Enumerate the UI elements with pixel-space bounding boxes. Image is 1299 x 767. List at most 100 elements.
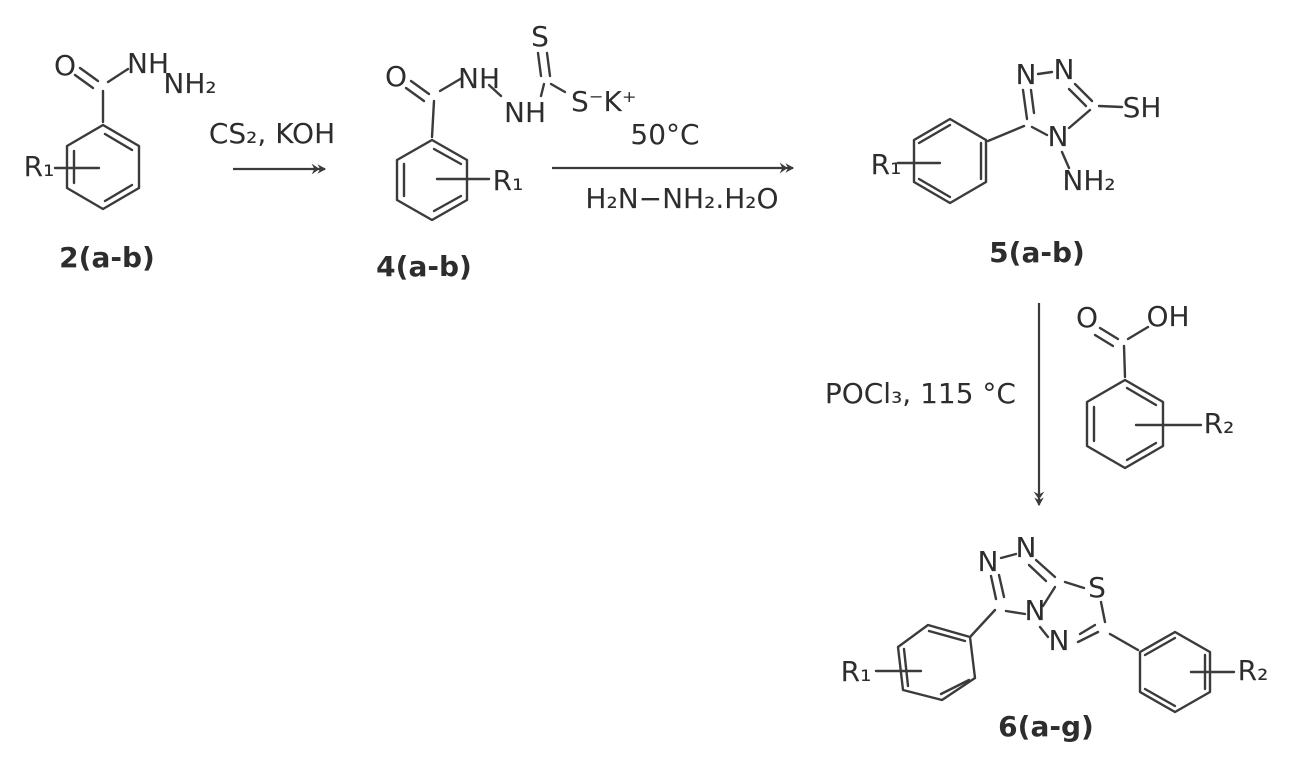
double-bond-line [78,66,100,83]
double-bond-line [1034,558,1057,579]
atom-label-o: O [385,60,407,93]
bond-line [1038,625,1050,639]
benzene-ring-left [896,623,977,702]
benzene-ring [1085,378,1165,470]
double-bond-line [409,79,431,96]
double-bond-line [1076,630,1100,644]
bond-line [1030,125,1049,137]
double-bond-line [939,678,971,696]
bond-line [986,124,1026,143]
bond-line [487,83,503,98]
double-bond-line [1078,623,1097,636]
double-bond-line [1093,333,1115,348]
reagent-label-step2-above: 50°C [630,118,699,151]
atom-label-nh2: NH₂ [1062,164,1115,197]
substituent-label-r2: R₂ [1238,654,1269,687]
bond-line [1060,150,1071,170]
bond-line [106,67,130,84]
compound-number-label: 5(a-b) [989,236,1085,269]
bond-line [1099,600,1107,624]
double-bond-line [1029,88,1036,115]
atom-label-s-thione: S [531,20,549,53]
atom-label-nh2: NH₂ [163,67,216,100]
compound-number-label: 4(a-b) [376,250,472,283]
double-bond-line [1098,326,1120,341]
atom-label-nh: NH [127,47,169,80]
double-bond-line [1021,88,1029,121]
benzene-ring [395,138,469,222]
substituent-label-r2: R₂ [1204,407,1235,440]
double-bond-line [989,574,998,601]
bond-line [1041,585,1057,608]
atom-label-n4: N [1048,120,1069,153]
bond-line [1004,609,1027,616]
double-bond-line [1143,636,1177,657]
compound-number-label: 6(a-g) [998,710,1094,743]
bond-line [1036,70,1054,76]
atom-label-n1: N [978,545,999,578]
bond-line [1097,104,1124,109]
bond-line [549,82,567,94]
double-bond-line [545,51,552,78]
atom-label-o: O [1076,301,1098,334]
substituent-label-r1: R₁ [841,655,872,688]
reaction-arrow-2: 50°C H₂N−NH₂.H₂O [552,118,795,215]
bond-line [1122,344,1127,379]
atom-label-n2: N [1016,531,1037,564]
compound-dithiocarbazate: O NH NH S S⁻K⁺ R₁ 4(a-b) [376,20,637,283]
double-bond-line [997,573,1006,599]
double-bond-line [902,647,910,688]
bond-line [539,82,546,98]
double-bond-line [103,183,134,203]
atom-label-n4: N [1025,594,1046,627]
reagent-label-step3: POCl₃, 115 °C [825,377,1016,410]
substituent-label-r1: R₁ [871,148,902,181]
atom-label-s: S [1088,571,1106,604]
atom-label-n2: N [1054,53,1075,86]
double-bond-line [1027,563,1048,583]
compound-number-label: 2(a-b) [59,241,155,274]
bond-line [1067,108,1092,130]
double-bond-line [917,177,952,199]
bond-line [999,552,1018,560]
double-bond-line [1125,441,1158,462]
atom-label-nh-upper: NH [458,62,500,95]
compound-benzoic-acid: O OH R₂ [1076,300,1235,470]
double-bond-line [432,147,463,166]
double-bond-line [917,123,952,145]
atom-label-oh: OH [1146,300,1189,333]
reagent-label-step1: CS₂, KOH [209,117,335,150]
atom-label-n1: N [1016,58,1037,91]
substituent-label-r1: R₁ [493,164,524,197]
substituent-label-r1: R₁ [24,150,55,183]
reagent-label-step2-below: H₂N−NH₂.H₂O [585,182,778,215]
double-bond-line [1125,386,1158,407]
benzene-ring [912,117,988,205]
atom-label-n5: N [1049,624,1070,657]
compound-aminotriazolethiol: N N N SH NH₂ R₁ 5(a-b) [871,53,1162,269]
bond-line [969,608,997,638]
compound-hydrazide: O NH NH₂ R₁ 2(a-b) [24,47,217,274]
double-bond-line [432,194,463,213]
double-bond-line [927,629,967,643]
double-bond-line [1067,87,1088,108]
bond-line [430,99,436,139]
double-bond-line [536,51,543,78]
atom-label-nh-lower: NH [504,96,546,129]
atom-label-o: O [54,49,76,82]
double-bond-line [404,86,426,103]
double-bond-line [73,73,95,90]
reaction-arrow-1: CS₂, KOH [209,117,335,175]
bond-line [438,76,464,93]
double-bond-line [103,132,134,152]
benzene-ring-right [1138,630,1212,714]
bond-line [1063,580,1086,590]
double-bond-line [1073,82,1094,103]
atom-label-s-k: S⁻K⁺ [571,85,637,118]
bond-line [1126,325,1150,341]
compound-triazolothiadiazole: N N N S N R₁ R₂ 6(a-g) [841,531,1269,743]
reaction-arrow-3: POCl₃, 115 °C [825,303,1045,507]
double-bond-line [1143,687,1177,708]
